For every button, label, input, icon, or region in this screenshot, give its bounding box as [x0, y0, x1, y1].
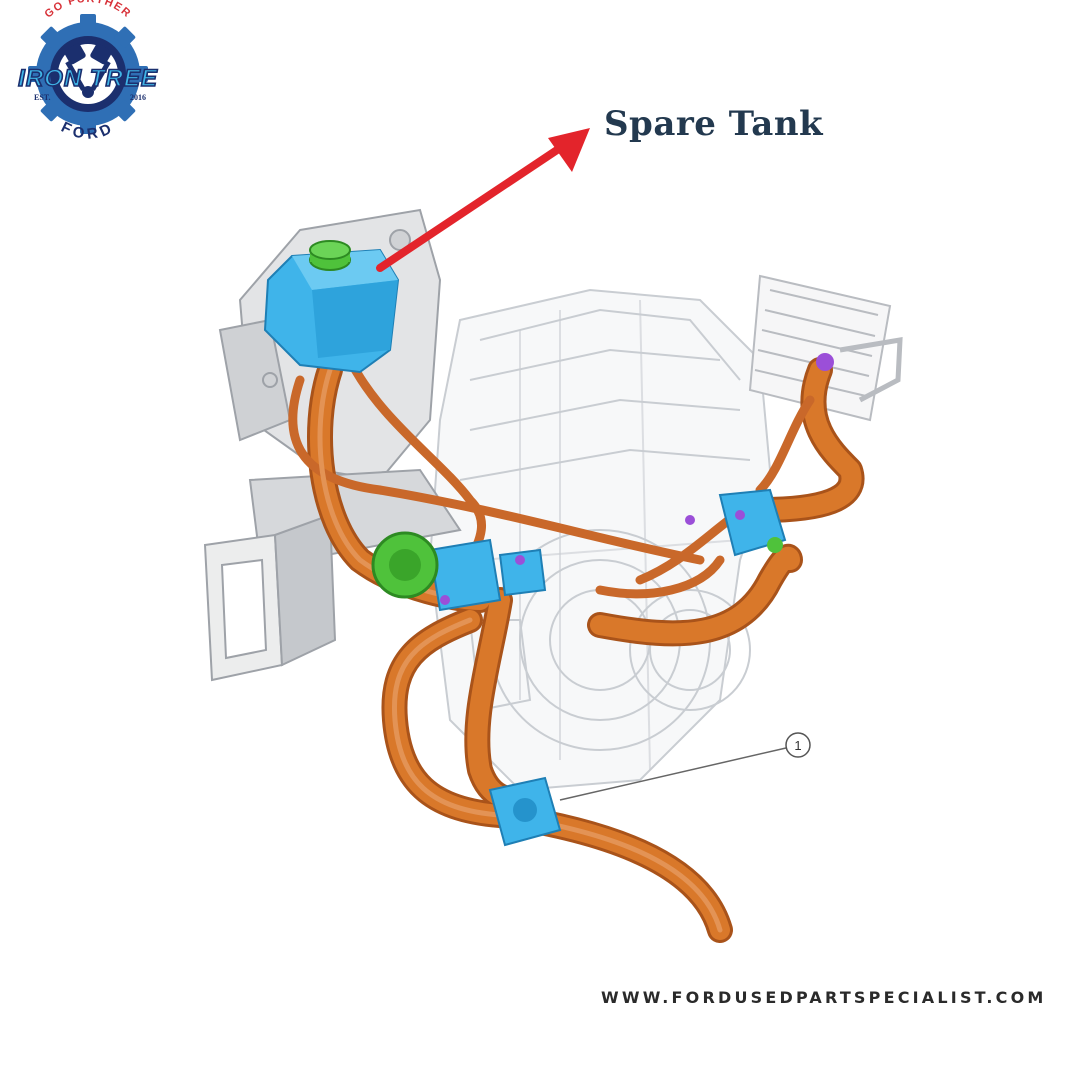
water-pump: [371, 531, 783, 599]
callout-leader-line: [559, 747, 787, 801]
spare-tank-label: Spare Tank: [604, 104, 824, 144]
red-arrow-icon: [376, 128, 590, 272]
pistons-icon: [64, 43, 112, 98]
website-url: WWW.FORDUSEDPARTSPECIALIST.COM: [601, 988, 1047, 1007]
thermostat-housings: [428, 488, 787, 847]
logo-year: 2016: [130, 93, 146, 102]
logo-est-label: EST.: [34, 93, 51, 102]
iron-tree-ford-logo: GO FURTHER IRON TREE EST. 2016 FORD: [17, 0, 158, 143]
callout-number-marker: [785, 732, 811, 758]
callout-number: 1: [794, 738, 801, 753]
hose-clips: [440, 353, 834, 605]
logo-main-text: IRON TREE: [18, 65, 158, 92]
